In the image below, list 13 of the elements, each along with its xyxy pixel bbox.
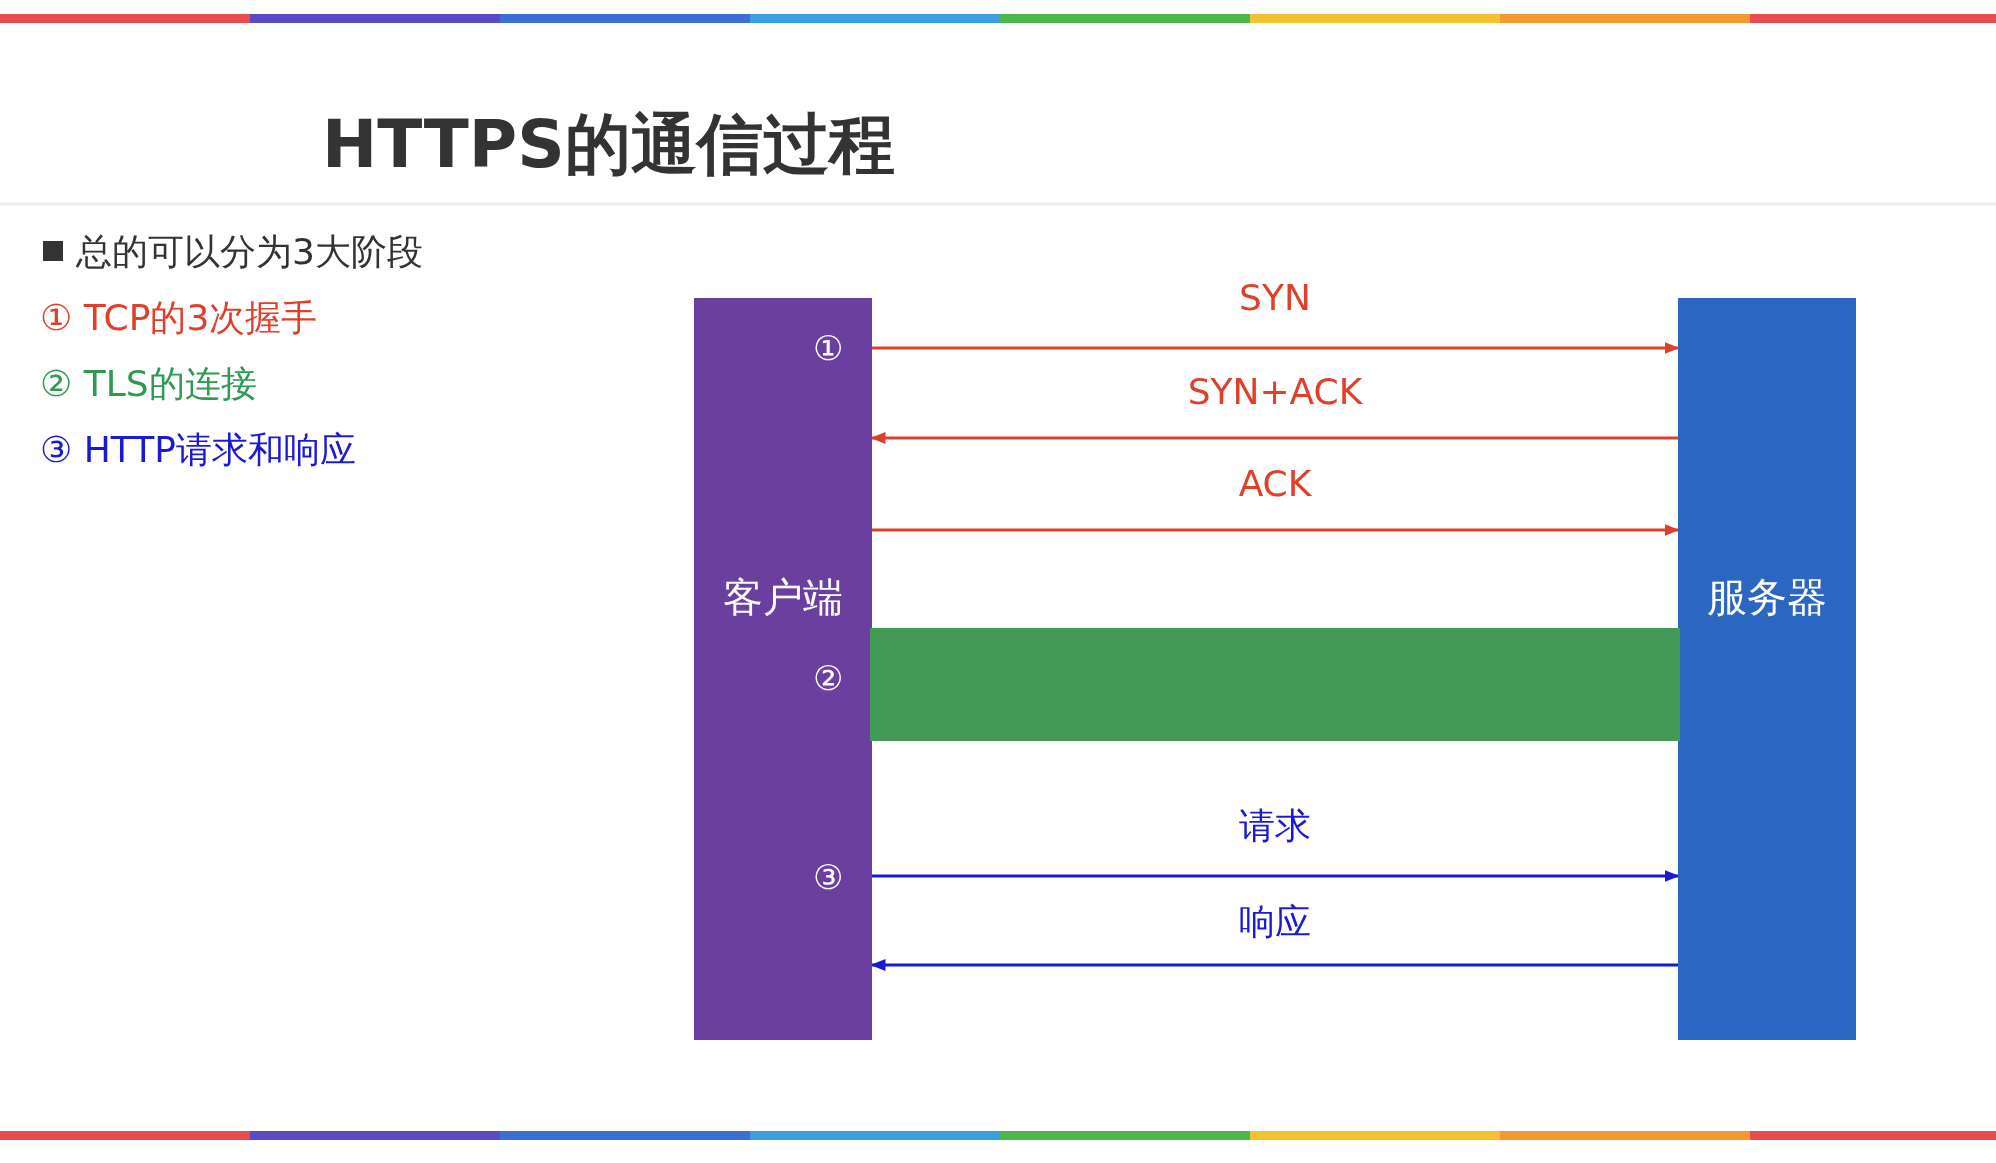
list-item: ③ HTTP请求和响应 [40, 428, 356, 472]
step-number: ② [813, 658, 844, 699]
list-heading: 总的可以分为3大阶段 [76, 230, 423, 274]
list-item: ① TCP的3次握手 [40, 296, 318, 340]
list-item: ② TLS的连接 [40, 362, 257, 406]
lifeline-bar: 服务器 [1678, 298, 1856, 1040]
band [870, 628, 1680, 741]
arrow [872, 342, 1680, 354]
arrow [872, 524, 1680, 536]
arrow [872, 870, 1680, 882]
step-number: ① [813, 328, 844, 369]
title: HTTPS的通信过程 [322, 105, 895, 185]
step-number: ③ [813, 857, 844, 898]
